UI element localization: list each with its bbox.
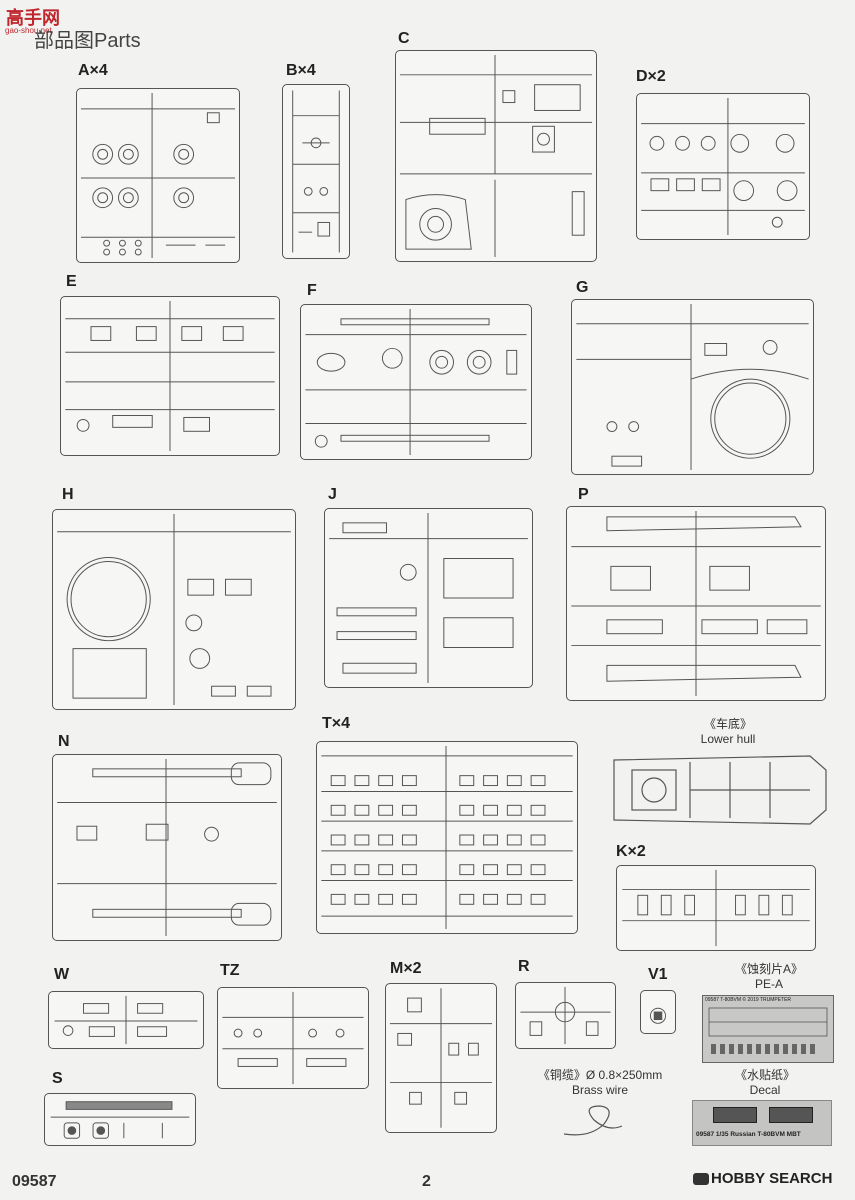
product-code: 09587 [12,1173,57,1190]
sprue-label-w: W [54,966,70,983]
sprue-e [60,296,280,456]
sprue-r [515,982,616,1049]
sprue-label-j: J [328,486,337,503]
sprue-label-c: C [398,30,410,47]
sprue-label-b: B×4 [286,62,316,79]
sprue-tz [217,987,369,1089]
sprue-label-n: N [58,733,70,750]
brass-wire-drawing [563,1105,623,1136]
sprue-c [395,50,597,262]
sprue-m-drawing [389,988,493,1128]
sprue-f-drawing [305,308,527,456]
sprue-label-tz: TZ [220,962,240,979]
sprue-label-v1: V1 [648,966,668,983]
sprue-k-drawing [622,869,810,947]
sprue-label-k: K×2 [616,843,646,860]
sprue-w [48,991,204,1049]
sprue-t-drawing [321,745,573,930]
decal-sheet: 09587 1/35 Russian T-80BVM MBT [692,1100,832,1146]
pe-fret-header: 09587 T-80BVM © 2019 TRUMPETER [705,997,792,1003]
brand-text: HOBBY SEARCH [711,1170,833,1187]
sprue-label-s: S [52,1070,63,1087]
pe-fret: 09587 T-80BVM © 2019 TRUMPETER [702,995,834,1063]
sprue-b-drawing [292,90,340,253]
sprue-d [636,93,810,240]
sprue-v1-drawing [649,1007,667,1024]
decal-caption: 《水贴纸》 Decal [720,1068,810,1098]
sprue-m [385,983,497,1133]
sprue-r-drawing [520,986,611,1045]
sprue-w-drawing [54,995,198,1045]
sprue-label-m: M×2 [390,960,422,977]
sprue-label-r: R [518,958,530,975]
pe-caption: 《蚀刻片A》 PE-A [724,962,814,992]
sprue-v1 [640,990,676,1034]
sprue-label-e: E [66,273,77,290]
sprue-a [76,88,240,263]
brass-wire-caption-en: Brass wire [571,1083,628,1097]
sprue-c-drawing [399,55,593,257]
sprue-k [616,865,816,951]
sprue-a-drawing [80,93,236,258]
sprue-g-drawing [576,303,809,471]
sprue-p-drawing [571,510,821,697]
pe-caption-en: PE-A [754,977,783,991]
pe-caption-cn: 《蚀刻片A》 [734,962,803,976]
page-number: 2 [422,1173,431,1190]
decal-footer-text: 09587 1/35 Russian T-80BVM MBT [696,1131,801,1138]
logo-mark: 高手网 [6,7,60,29]
sprue-label-g: G [576,279,589,296]
brass-wire-caption: 《铜缆》Ø 0.8×250mm Brass wire [530,1068,670,1098]
brass-wire-caption-cn: 《铜缆》Ø 0.8×250mm [537,1068,663,1082]
sprue-b [282,84,350,259]
sprue-d-drawing [641,97,805,236]
sprue-e-drawing [65,300,275,452]
lower-hull-drawing [613,755,827,825]
sprue-n-drawing [57,758,277,937]
site-logo: 高手网 [4,4,74,36]
sprue-h-drawing [57,513,291,706]
page-title: 部品图Parts [34,30,141,52]
decal-caption-en: Decal [749,1083,781,1097]
brand-watermark: HOBBY SEARCH [693,1170,832,1187]
logo-subtext: gao-shou.net [5,26,52,35]
sprue-t [316,741,578,934]
sprue-label-d: D×2 [636,68,666,85]
sprue-s [44,1093,196,1146]
svg-text:高手网: 高手网 [6,7,60,29]
sprue-s-drawing [50,1101,190,1139]
sprue-label-h: H [62,486,74,503]
sprue-tz-drawing [222,991,364,1085]
lower-hull-caption: 《车底》 Lower hull [680,717,776,747]
sprue-f [300,304,532,460]
lower-hull-caption-cn: 《车底》 [703,717,752,731]
sprue-j-drawing [329,512,528,684]
sprue-label-a: A×4 [78,62,108,79]
sprue-j [324,508,533,688]
sprue-label-f: F [307,282,317,299]
sprue-h [52,509,296,710]
sprue-p [566,506,826,701]
camera-icon [693,1173,709,1186]
decal-mark-left [713,1107,757,1123]
lower-hull-part [610,750,830,830]
lower-hull-caption-en: Lower hull [700,732,756,746]
sprue-label-t: T×4 [322,715,351,732]
decal-caption-cn: 《水贴纸》 [734,1068,795,1082]
sprue-n [52,754,282,941]
brass-wire [560,1098,630,1140]
decal-mark-right [769,1107,813,1123]
sprue-g [571,299,814,475]
sprue-label-p: P [578,486,589,503]
pe-fret-drawing [708,1007,828,1054]
